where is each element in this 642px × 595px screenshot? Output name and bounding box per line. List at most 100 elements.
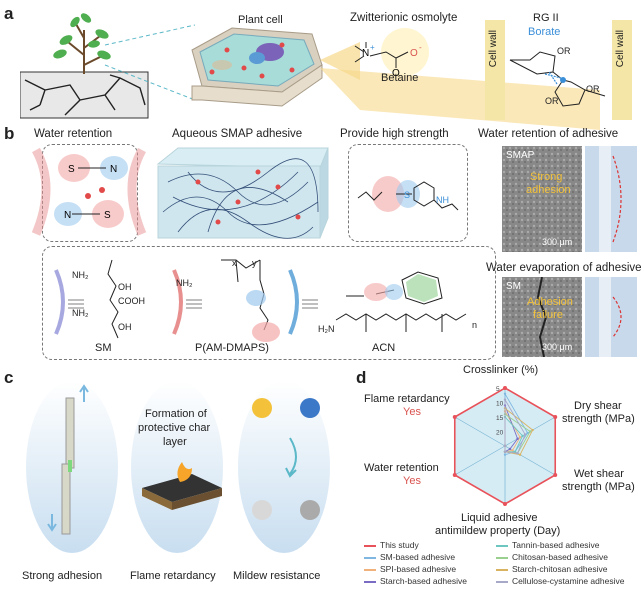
axis-crosslinker: Crosslinker (%) [463,364,539,376]
radar-tick-label: 5 [496,386,500,393]
svg-text:O: O [410,48,418,59]
nh2-a: NH₂ [72,270,89,280]
components-box [42,246,496,360]
y-subscript: y [252,258,257,268]
svg-text:N: N [64,210,71,221]
smap-micrograph [502,146,582,252]
radar-point [518,453,522,456]
legend-label: Tannin-based adhesive [512,540,600,550]
axis-wet-line1: Wet shear [574,468,624,480]
legend-item: Chitosan-based adhesive [496,552,608,562]
legend-item: Cellulose-cystamine adhesive [496,576,624,586]
rg-title: RG II [533,12,559,24]
flame-yes: Yes [403,406,421,418]
svg-text:S: S [404,190,410,200]
svg-text:N: N [110,164,117,175]
sm-photo-label: SM [506,281,521,292]
axis-water: Water retention [364,462,439,474]
acn-component-label: ACN [372,342,396,354]
provide-strength-title: Provide high strength [340,128,449,140]
water-retention-title: Water retention [34,128,113,140]
x-subscript: x [232,258,237,268]
legend-label: Cellulose-cystamine adhesive [512,576,625,586]
adhesive-network [156,147,329,239]
radar-point [511,449,514,452]
smap-label: SMAP [506,150,535,161]
radar-point [531,428,534,432]
radar-tick-label: 15 [496,415,504,422]
scale-bar-2: 300 μm [542,342,573,352]
legend-label: SM-based adhesive [380,552,456,562]
radar-point [523,433,527,436]
cell-wall-left [485,20,505,120]
or-label-3: OR [586,84,600,94]
radar-point [503,386,507,390]
cell-wall-right [612,20,632,120]
adhesion-failure-line1: Adhesion [527,296,573,308]
smap-side-photo [585,146,637,252]
axis-dry-line1: Dry shear [574,400,622,412]
water-yes: Yes [403,475,421,487]
legend-swatch [496,568,508,571]
plant-soil-illustration [20,13,149,119]
legend-label: Starch-based adhesive [380,576,467,586]
axis-flame: Flame retardancy [364,393,450,405]
sm-component-label: SM [95,342,112,354]
radar-point [553,473,558,477]
radar-point [503,502,507,506]
strong-adhesion-label: Strong adhesion [22,570,103,582]
axis-dry-line2: strength (MPa) [562,413,635,425]
radar-tick-label: 20 [496,430,504,437]
legend-item: SPI-based adhesive [364,564,456,574]
radar-point [553,415,558,419]
flame-retardancy-label: Flame retardancy [130,570,216,582]
water-evaporation-title: Water evaporation of adhesive [486,262,642,274]
legend-swatch [496,544,508,547]
axis-mildew-line1: Liquid adhesive [461,512,538,524]
panel-b-letter: b [4,124,15,143]
legend-swatch [364,556,376,559]
radar-point [513,450,517,453]
pam-component-label: P(AM-DMAPS) [195,342,269,354]
legend-item: Starch-based adhesive [364,576,467,586]
char-line-2: protective char [138,422,211,434]
axis-mildew-line2: antimildew property (Day) [435,525,561,537]
radar-point [503,444,507,448]
svg-text:S: S [104,210,111,221]
legend-item: Starch-chitosan adhesive [496,564,607,574]
zwitterion-structure: S N N S [31,147,147,236]
legend-swatch [496,580,508,583]
or-label-2: OR [545,96,559,106]
radar-point [503,450,507,453]
sm-micrograph [502,277,582,357]
svg-text:O: O [392,68,400,78]
legend-label: SPI-based adhesive [380,564,457,574]
adhesive-title: Aqueous SMAP adhesive [172,128,303,140]
strong-adhesion-line1: Strong [530,171,563,183]
strong-adhesion-line2: adhesion [526,184,571,196]
panel-a-letter: a [4,4,14,23]
water-retention-adhesive-title: Water retention of adhesive [478,128,619,140]
rg2-borate-structure [509,51,606,107]
plant-cell-illustration [191,27,323,107]
radar-point [452,415,457,419]
acn-crosslink-structure: S [357,176,459,212]
cooh: COOH [118,296,145,306]
radar-point [521,434,524,438]
radar-point [516,437,519,440]
radar-point [452,473,457,477]
radar-point [526,431,529,435]
oh-1: OH [118,282,132,292]
cell-wall-right-label: Cell wall [615,30,626,68]
radar-point [528,430,532,433]
svg-text:-: - [419,43,422,52]
radar-point [503,453,507,456]
radar-point [518,436,522,439]
legend-item: Tannin-based adhesive [496,540,599,550]
highlight-beams [320,42,600,130]
betaine-label: Betaine [381,72,419,84]
component-structures [54,259,467,342]
plant-cell-label: Plant cell [238,14,283,26]
